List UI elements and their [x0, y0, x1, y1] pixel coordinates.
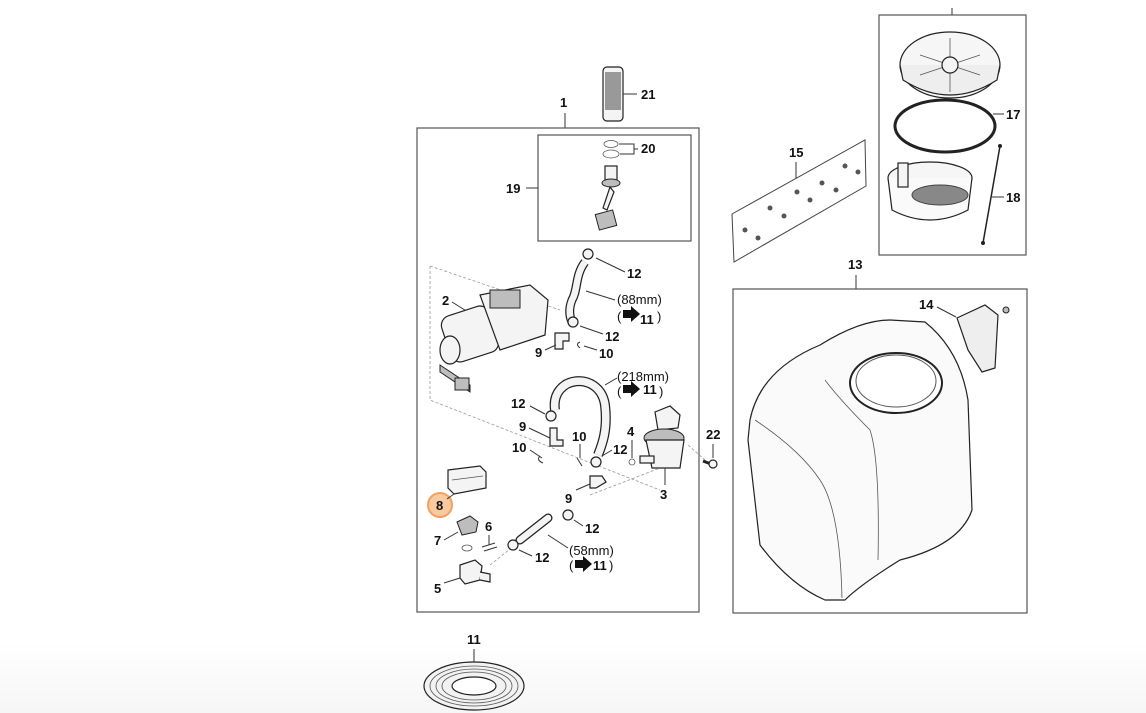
callout-20[interactable]: 20 — [641, 141, 655, 156]
callout-7[interactable]: 7 — [434, 533, 441, 548]
hose-88mm[interactable] — [565, 259, 589, 325]
callout-21[interactable]: 21 — [641, 87, 655, 102]
callout-10b[interactable]: 10 — [572, 429, 586, 444]
callout-5[interactable]: 5 — [434, 581, 441, 596]
part-21-filter-tube[interactable] — [602, 66, 637, 122]
hose-length-218mm: (218mm) — [617, 369, 669, 384]
hose-ref-part-58[interactable]: 11 — [593, 558, 607, 573]
part-15-screw-kit[interactable] — [731, 139, 867, 263]
callout-1[interactable]: 1 — [560, 95, 567, 110]
callout-12f[interactable]: 12 — [535, 550, 549, 565]
part-10-clip[interactable] — [576, 457, 583, 467]
callout-3[interactable]: 3 — [660, 487, 667, 502]
hose-ref-close: ) — [657, 309, 661, 324]
lid-assembly-frame — [878, 14, 1027, 256]
callout-9a[interactable]: 9 — [535, 345, 542, 360]
arrow-right-icon — [623, 381, 640, 397]
highlighted-callout-marker[interactable] — [427, 492, 453, 518]
part-10-clip[interactable] — [577, 341, 581, 349]
part-8-cover[interactable] — [447, 465, 487, 495]
callout-15[interactable]: 15 — [789, 145, 803, 160]
part-13-tank[interactable] — [747, 319, 973, 601]
callout-10c[interactable]: 10 — [512, 440, 526, 455]
hose-ref-part-218[interactable]: 11 — [643, 382, 657, 397]
part-4-o-ring[interactable] — [628, 458, 636, 466]
part-9-elbow[interactable] — [549, 427, 564, 447]
part-9-elbow[interactable] — [589, 475, 607, 489]
hose-length-88mm: (88mm) — [617, 292, 662, 307]
hose-ref-part-88[interactable]: 11 — [640, 312, 654, 327]
arrow-right-icon — [575, 556, 592, 572]
callout-4[interactable]: 4 — [627, 424, 635, 439]
callout-12a[interactable]: 12 — [627, 266, 641, 281]
hose-ref-open: ( — [569, 558, 574, 573]
part-filter-basket[interactable] — [887, 161, 973, 221]
part-12-clamp[interactable] — [582, 248, 594, 260]
part-22-screw[interactable] — [702, 459, 718, 469]
hose-ref-open: ( — [617, 384, 622, 399]
washer[interactable] — [461, 544, 473, 552]
assembly-1-frame — [416, 127, 700, 613]
part-2-pump[interactable] — [439, 284, 549, 393]
arrow-right-icon — [623, 306, 640, 322]
callout-13[interactable]: 13 — [848, 257, 862, 272]
callout-12c[interactable]: 12 — [511, 396, 525, 411]
callout-14[interactable]: 14 — [919, 297, 934, 312]
callout-6[interactable]: 6 — [485, 519, 492, 534]
part-12-clamp[interactable] — [562, 509, 574, 521]
callout-19[interactable]: 19 — [506, 181, 520, 196]
part-14-bracket[interactable] — [956, 304, 1010, 373]
hose-58mm[interactable] — [515, 513, 553, 545]
part-11-hose-coil[interactable] — [423, 661, 525, 711]
part-10-clip[interactable] — [538, 455, 544, 464]
part-20-o-rings[interactable] — [602, 140, 638, 159]
dashed-guide-pump — [429, 265, 661, 491]
hose-ref-close: ) — [609, 558, 613, 573]
callout-10a[interactable]: 10 — [599, 346, 613, 361]
part-18-rod[interactable] — [981, 144, 1002, 245]
part-lid[interactable] — [899, 31, 1001, 99]
callout-2[interactable]: 2 — [442, 293, 449, 308]
bottom-fade — [0, 640, 1146, 713]
hose-ref-open: ( — [617, 309, 622, 324]
part-19-strainer-fitting[interactable] — [594, 165, 621, 231]
part-12-clamp[interactable] — [590, 456, 602, 468]
part-9-elbow[interactable] — [554, 332, 570, 350]
part-6-clip[interactable] — [481, 542, 498, 552]
callout-12d[interactable]: 12 — [613, 442, 627, 457]
part-3-valve-body[interactable] — [639, 405, 685, 469]
part-7-fitting[interactable] — [456, 515, 479, 536]
callout-9b[interactable]: 9 — [519, 419, 526, 434]
part-12-clamp[interactable] — [545, 410, 557, 422]
callout-12e[interactable]: 12 — [585, 521, 599, 536]
tank-assembly-frame — [732, 288, 1028, 614]
hose-length-58mm: (58mm) — [569, 543, 614, 558]
hose-218mm[interactable] — [549, 376, 611, 457]
part-5-valve[interactable] — [459, 559, 491, 585]
callout-11[interactable]: 11 — [467, 632, 481, 647]
callout-8[interactable]: 8 — [436, 498, 443, 513]
hose-ref-close: ) — [659, 384, 663, 399]
part-17-seal[interactable] — [893, 98, 997, 154]
callout-18[interactable]: 18 — [1006, 190, 1020, 205]
callout-12b[interactable]: 12 — [605, 329, 619, 344]
part-12-clamp[interactable] — [507, 539, 519, 551]
callout-22[interactable]: 22 — [706, 427, 720, 442]
part-12-clamp[interactable] — [567, 316, 579, 328]
callout-17[interactable]: 17 — [1006, 107, 1020, 122]
callout-9c[interactable]: 9 — [565, 491, 572, 506]
